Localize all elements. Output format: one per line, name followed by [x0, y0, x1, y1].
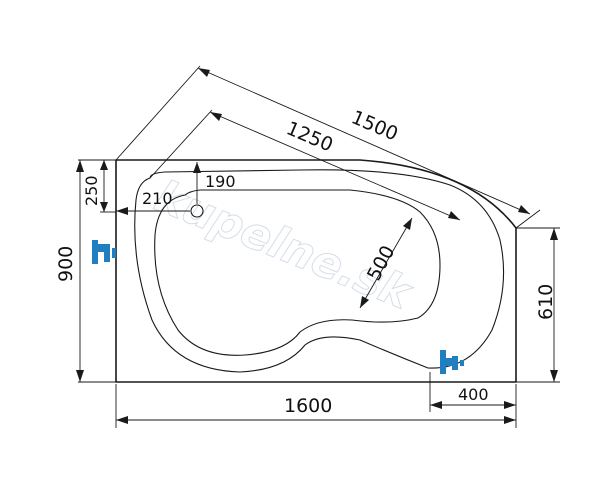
bathtub-basin [154, 189, 441, 356]
bathtub-inner-rim [134, 169, 505, 373]
dimension-900: 900 [55, 159, 116, 383]
dimension-1250-label: 1250 [283, 117, 336, 156]
dimension-250: 250 [82, 160, 116, 213]
dimension-190-label: 190 [205, 172, 236, 191]
dimension-210-label: 210 [142, 189, 173, 208]
dimension-400-label: 400 [458, 385, 489, 404]
drain-icon [190, 204, 204, 218]
dimension-250-label: 250 [82, 175, 101, 206]
dimension-1600: 1600 [115, 384, 517, 428]
dimension-610: 610 [516, 227, 560, 383]
bathtub-outline [115, 159, 517, 383]
dimension-1600-label: 1600 [284, 395, 332, 417]
dimension-210: 210 [116, 189, 190, 215]
left-faucet-icon [92, 240, 116, 264]
dimension-400: 400 [429, 372, 516, 412]
dimension-190: 190 [193, 162, 236, 204]
dimension-900-label: 900 [55, 246, 77, 282]
dimension-1500-label: 1500 [348, 106, 401, 145]
right-faucet-icon [440, 350, 464, 374]
dimension-610-label: 610 [535, 284, 557, 320]
